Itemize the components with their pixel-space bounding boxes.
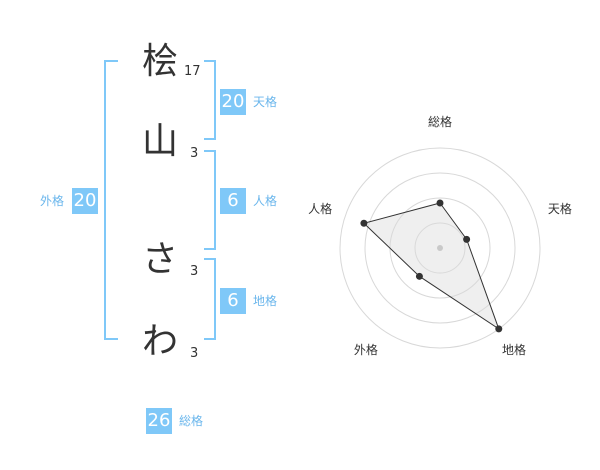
name-char-4: わ [141, 321, 178, 362]
name-char-3: さ [141, 239, 178, 280]
radar-point-2 [463, 235, 471, 243]
stroke-count-3: 3 [190, 264, 199, 279]
jinkaku-bracket [204, 150, 216, 250]
stroke-count-4: 3 [190, 346, 199, 361]
radar-point-5 [360, 219, 368, 227]
radar-data-polygon [362, 202, 500, 331]
chikaku-label: 地格 [253, 294, 278, 308]
radar-axis-label-3: 地格 [502, 342, 526, 357]
stroke-count-1: 17 [184, 64, 201, 79]
chikaku-bracket [204, 258, 216, 340]
tenkaku-bracket [204, 60, 216, 140]
radar-grid-ring [414, 222, 466, 274]
stroke-count-2: 3 [190, 146, 199, 161]
radar-axis-label-1: 総格 [428, 114, 452, 129]
radar-axis-label-4: 外格 [354, 342, 378, 357]
gaikaku-label: 外格 [40, 194, 65, 208]
soukaku-value: 26 [146, 408, 172, 434]
gaikaku-value: 20 [72, 188, 98, 214]
radar-grid-ring [339, 147, 541, 349]
name-char-1: 桧 [141, 41, 178, 82]
radar-axis-label-2: 天格 [548, 201, 572, 216]
radar-axis-label-5: 人格 [308, 201, 332, 216]
tenkaku-value: 20 [220, 89, 246, 115]
soukaku-label: 総格 [179, 414, 204, 428]
jinkaku-label: 人格 [253, 194, 278, 208]
jinkaku-value: 6 [220, 188, 246, 214]
radar-point-4 [415, 272, 423, 280]
gaikaku-bracket [104, 60, 118, 340]
radar-point-3 [495, 325, 503, 333]
radar-grid-ring [364, 172, 516, 324]
name-char-2: 山 [141, 121, 178, 162]
tenkaku-label: 天格 [253, 95, 278, 109]
chikaku-value: 6 [220, 288, 246, 314]
radar-point-1 [436, 199, 444, 207]
radar-center-dot [437, 245, 443, 251]
